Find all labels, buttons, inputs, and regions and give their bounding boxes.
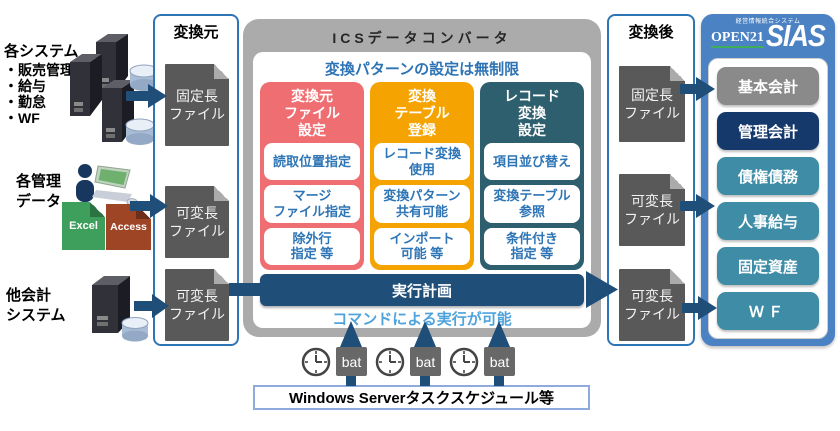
file-fold	[670, 269, 685, 284]
excel-label: Excel	[69, 220, 98, 232]
module-basic-accounting: 基本会計	[717, 67, 819, 105]
open21-sias-logo: 経営情報統合システム OPEN21 SIAS	[701, 19, 835, 53]
clock-icon	[449, 347, 479, 377]
brand-open21: OPEN21	[711, 31, 764, 48]
module-fixed-assets: 固定資産	[717, 247, 819, 285]
systems-item: ・販売管理	[4, 61, 74, 78]
access-label: Access	[110, 221, 147, 233]
bat-file-box: bat	[484, 347, 515, 376]
access-file-icon: Access	[106, 204, 151, 250]
feature-item: 除外行 指定 等	[264, 227, 360, 265]
module-hr-payroll: 人事給与	[717, 202, 819, 240]
feature-item: インポート 可能 等	[374, 227, 470, 265]
module-list: 基本会計 管理会計 債権債務 人事給与 固定資産 ＷＦ	[708, 58, 828, 339]
module-management-accounting: 管理会計	[717, 112, 819, 150]
converter-box: ICSデータコンバータ 変換パターンの設定は無制限 変換元 ファイル 設定 読取…	[243, 19, 601, 337]
feature-item: 項目並び替え	[484, 143, 580, 181]
source-column-title: 変換元	[173, 24, 219, 41]
pattern-banner: 変換パターンの設定は無制限	[324, 61, 520, 78]
systems-item: ・勤怠	[4, 93, 46, 110]
mgmt-data-label: 各管理 データ	[16, 173, 62, 210]
bat-file-box: bat	[336, 347, 367, 376]
systems-label-block: 各システム ・販売管理 ・給与 ・勤怠 ・WF	[4, 42, 79, 126]
open21-sias-panel: 経営情報統合システム OPEN21 SIAS 基本会計 管理会計 債権債務 人事…	[701, 14, 835, 346]
clock-icon	[301, 347, 331, 377]
command-note: コマンドによる実行が可能	[332, 311, 512, 328]
feature-item: 変換パターン 共有可能	[374, 185, 470, 223]
record-conversion-column: レコード 変換 設定 項目並び替え 変換テーブル 参照 条件付き 指定 等	[480, 82, 584, 270]
task-scheduler-box: Windows Serverタスクスケジュール等	[253, 385, 590, 410]
clock-icon	[375, 347, 405, 377]
feature-item: レコード変換 使用	[374, 143, 470, 181]
feature-item: 変換テーブル 参照	[484, 185, 580, 223]
systems-item: ・給与	[4, 77, 46, 94]
file-fold	[214, 186, 229, 201]
access-fold	[136, 204, 151, 219]
feature-item: 読取位置指定	[264, 143, 360, 181]
module-receivables-payables: 債権債務	[717, 157, 819, 195]
excel-file-icon: Excel	[62, 202, 105, 250]
excel-fold	[90, 202, 105, 217]
file-fold	[214, 64, 229, 79]
column-header: 変換元 ファイル 設定	[284, 88, 340, 139]
file-fold	[214, 269, 229, 284]
systems-item: ・WF	[4, 109, 40, 126]
logo-tagline: 経営情報統合システム	[735, 19, 801, 25]
other-accounting-label: 他会計 システム	[6, 287, 66, 324]
systems-title: 各システム	[4, 43, 79, 60]
brand-sias: SIAS	[765, 19, 826, 53]
column-header: レコード 変換 設定	[504, 88, 560, 139]
feature-item: マージ ファイル指定	[264, 185, 360, 223]
user-pc-icon	[76, 164, 138, 206]
source-file-variable-2: 可変長 ファイル	[165, 269, 229, 341]
source-column: 変換元 固定長 ファイル 可変長 ファイル 可変長 ファイル	[153, 14, 239, 346]
source-file-settings-column: 変換元 ファイル 設定 読取位置指定 マージ ファイル指定 除外行 指定 等	[260, 82, 364, 270]
dest-file-variable-1: 可変長 ファイル	[619, 174, 685, 246]
dest-column-title: 変換後	[628, 24, 674, 41]
conversion-table-column: 変換 テーブル 登録 レコード変換 使用 変換パターン 共有可能 インポート 可…	[370, 82, 474, 270]
dest-column: 変換後 固定長 ファイル 可変長 ファイル 可変長 ファイル	[607, 14, 695, 346]
file-fold	[670, 174, 685, 189]
converter-title: ICSデータコンバータ	[332, 30, 512, 46]
column-header: 変換 テーブル 登録	[394, 88, 450, 139]
file-fold	[670, 66, 685, 81]
converter-inner: 変換パターンの設定は無制限 変換元 ファイル 設定 読取位置指定 マージ ファイ…	[253, 52, 591, 328]
module-wf: ＷＦ	[717, 292, 819, 330]
execution-plan-bar: 実行計画	[260, 274, 584, 306]
other-system-server-icon	[92, 276, 149, 342]
feature-item: 条件付き 指定 等	[484, 227, 580, 265]
bat-file-box: bat	[410, 347, 441, 376]
